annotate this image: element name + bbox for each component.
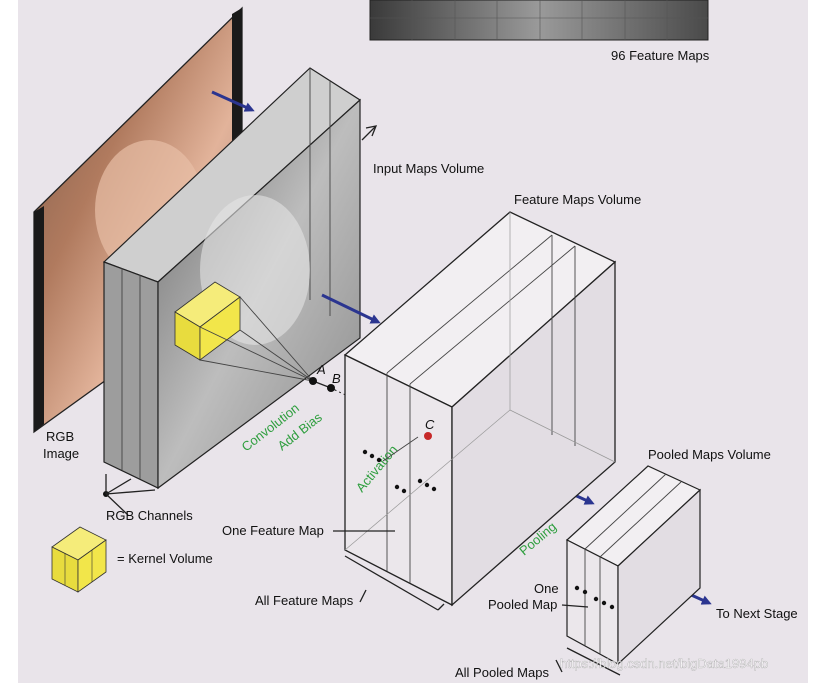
label-point-c: C xyxy=(425,417,435,432)
label-one-pooled-map-1: One xyxy=(534,581,559,596)
point-c-dot xyxy=(424,432,432,440)
one-pooled-map-leader xyxy=(561,604,589,608)
label-to-next-stage: To Next Stage xyxy=(716,606,798,621)
watermark: https://blog.csdn.net/bigData1994pb xyxy=(560,656,768,671)
label-pooled-maps-volume: Pooled Maps Volume xyxy=(648,447,771,462)
kernel-legend-icon xyxy=(51,526,107,593)
label-rgb-channels: RGB Channels xyxy=(106,508,193,523)
input-volume-pointer xyxy=(361,125,378,141)
label-kernel-volume: = Kernel Volume xyxy=(117,551,213,566)
feature-dots xyxy=(362,449,437,494)
rgb-channels-axes xyxy=(103,474,156,516)
label-point-b: B xyxy=(332,371,341,386)
arrow-image-to-input xyxy=(211,90,255,112)
feature-maps-strip xyxy=(369,0,709,41)
input-maps-volume xyxy=(102,67,361,490)
label-rgb-image-1: RGB xyxy=(46,429,74,444)
point-b-dot xyxy=(327,384,335,392)
label-all-pooled-maps: All Pooled Maps xyxy=(455,665,549,680)
point-a-dot xyxy=(309,377,317,385)
label-one-pooled-map-2: Pooled Map xyxy=(488,597,557,612)
activation-line xyxy=(382,436,419,462)
label-point-a: A xyxy=(316,362,326,377)
label-input-maps-volume: Input Maps Volume xyxy=(373,161,484,176)
label-all-feature-maps: All Feature Maps xyxy=(255,593,354,608)
arrow-input-to-features xyxy=(321,293,381,324)
label-feature-maps-volume: Feature Maps Volume xyxy=(514,192,641,207)
label-96-feature-maps: 96 Feature Maps xyxy=(611,48,710,63)
label-one-feature-map: One Feature Map xyxy=(222,523,324,538)
all-pooled-maps-bracket xyxy=(555,647,621,676)
label-rgb-image-2: Image xyxy=(43,446,79,461)
feature-maps-volume xyxy=(343,211,617,607)
pooled-dots xyxy=(574,585,615,610)
pooled-maps-volume xyxy=(565,465,702,666)
all-feature-maps-bracket xyxy=(344,555,445,611)
